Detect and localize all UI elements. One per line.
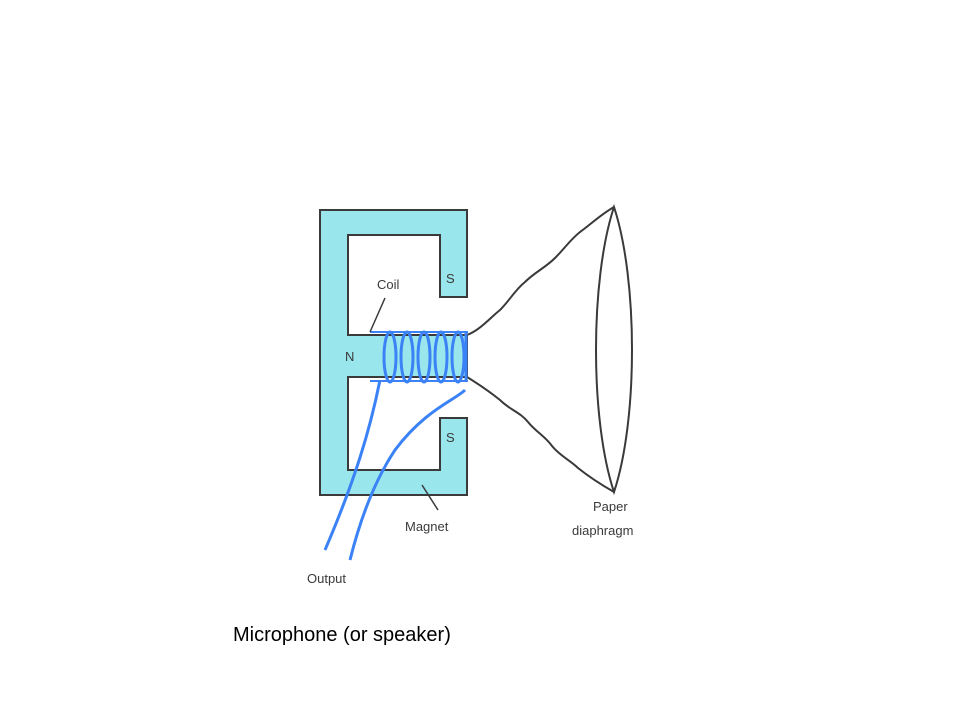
output-wire-right — [348, 388, 467, 561]
south-pole-top-label: S — [446, 271, 455, 286]
magnet-label: Magnet — [405, 519, 449, 534]
paper-diaphragm-label-line2: diaphragm — [572, 523, 633, 538]
cone-top-line — [466, 206, 615, 336]
coil-windings — [370, 330, 468, 384]
figure-caption: Microphone (or speaker) — [233, 624, 451, 646]
north-pole-label: N — [345, 349, 354, 364]
south-pole-bottom-label: S — [446, 430, 455, 445]
coil-leader — [369, 297, 386, 333]
cone-bottom-line — [466, 376, 615, 493]
coil-label: Coil — [377, 277, 400, 292]
paper-diaphragm — [595, 203, 633, 496]
paper-diaphragm-label-line1: Paper — [593, 499, 628, 514]
output-wire-left — [323, 379, 382, 551]
magnet-leader — [421, 484, 439, 511]
output-label: Output — [307, 571, 346, 586]
